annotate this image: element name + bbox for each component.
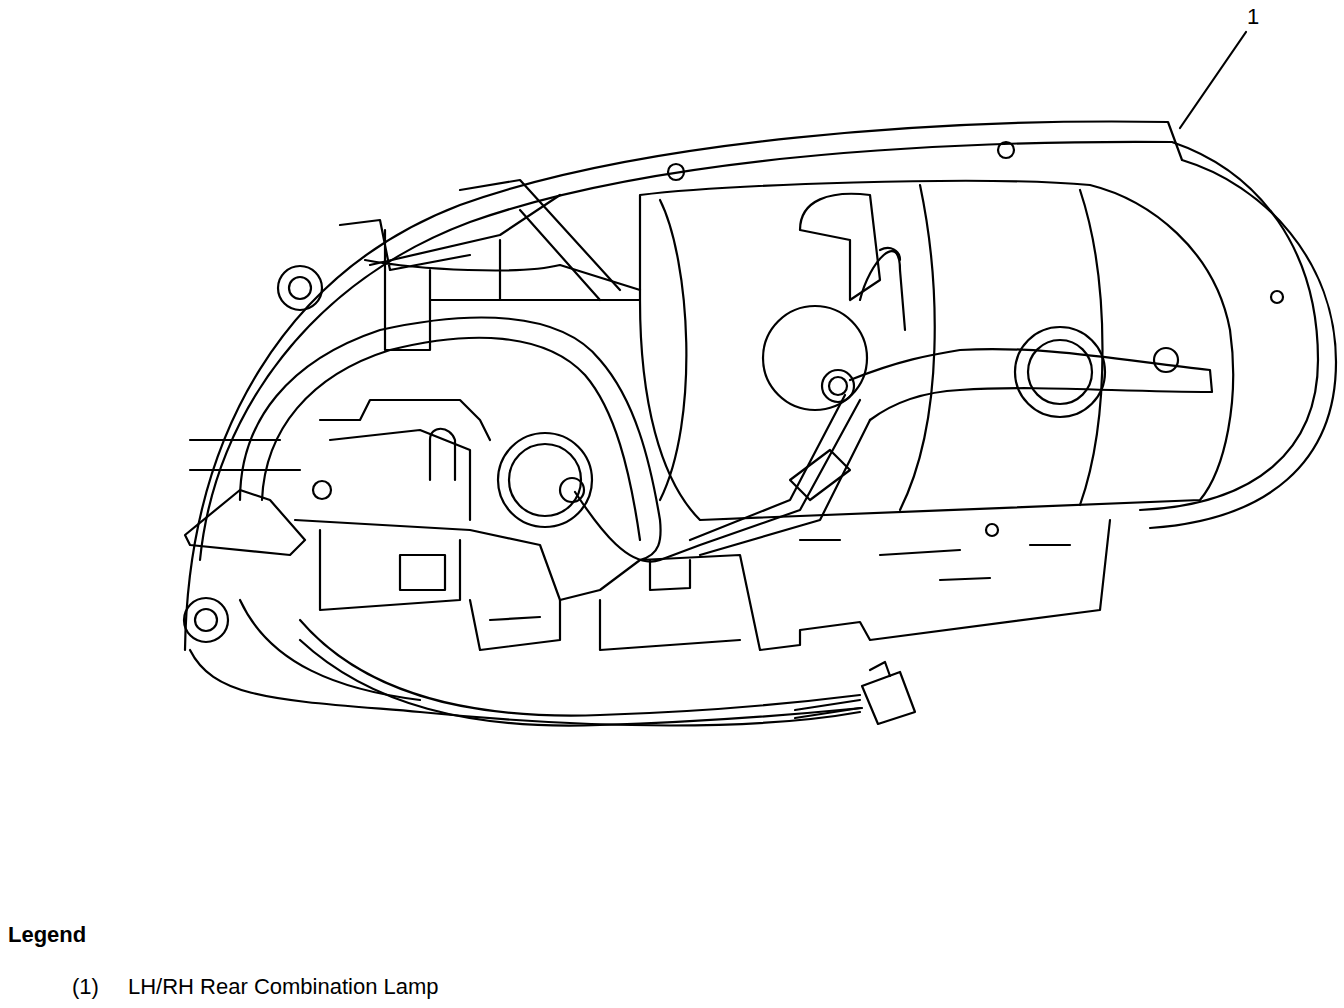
leader-line bbox=[1180, 32, 1246, 128]
legend-heading: Legend bbox=[8, 924, 86, 946]
wire-harness bbox=[850, 349, 1212, 420]
reflector-body bbox=[640, 181, 1233, 520]
legend-number: (1) bbox=[72, 976, 99, 998]
lamp-rim bbox=[185, 122, 1336, 650]
bulb-stem bbox=[430, 429, 455, 480]
lamp-rim-inner bbox=[200, 142, 1318, 560]
grommet bbox=[185, 490, 305, 555]
bulb-socket bbox=[1015, 327, 1105, 417]
callout-number: 1 bbox=[1247, 6, 1259, 28]
wire-lead bbox=[300, 620, 862, 726]
legend-text: LH/RH Rear Combination Lamp bbox=[128, 976, 439, 998]
mounting-stud bbox=[278, 266, 322, 310]
bulb-socket bbox=[763, 306, 867, 410]
bulb-socket bbox=[498, 433, 592, 527]
mounting-stud bbox=[184, 598, 228, 642]
connector bbox=[862, 672, 915, 724]
